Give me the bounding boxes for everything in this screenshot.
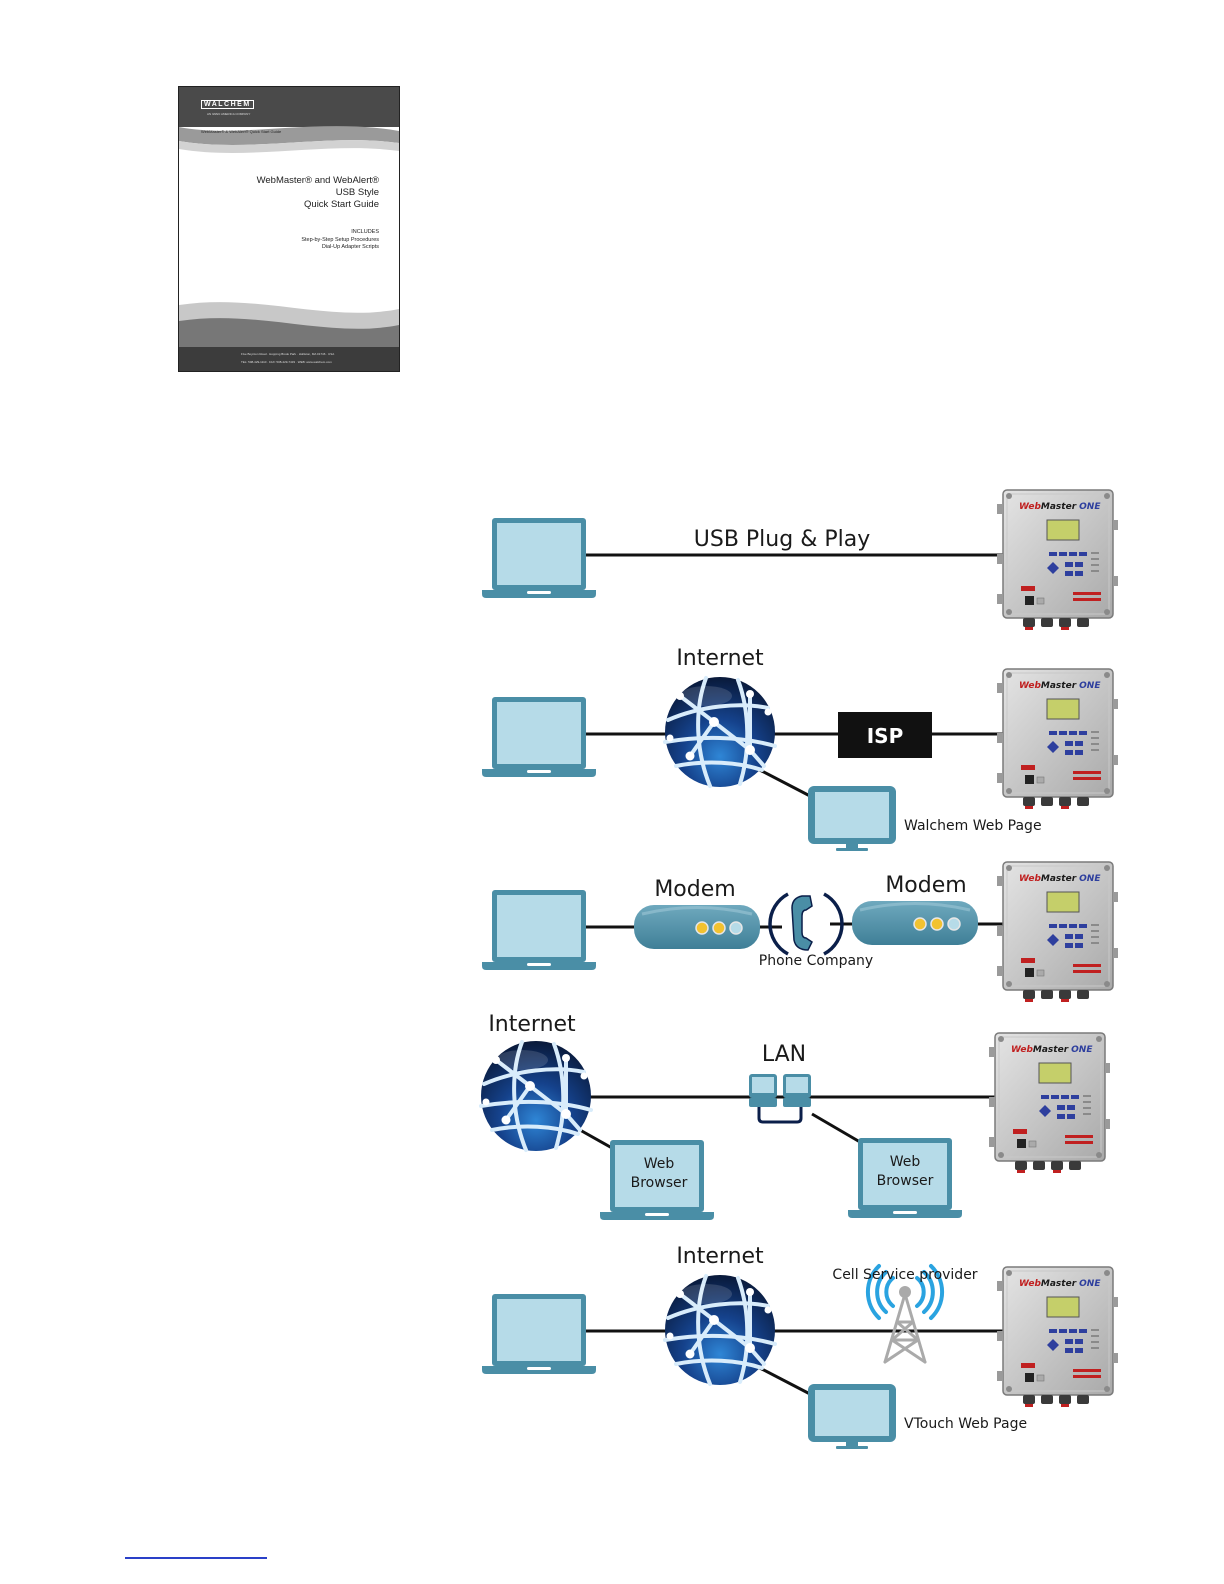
cover-includes-1: Step-by-Step Setup Procedures [301,237,379,243]
modem-right-label: Modem [885,873,966,898]
cover-header-strip: WebMaster® & WebAlert® Quick Start Guide [201,129,282,134]
modem-left-label: Modem [654,877,735,902]
cover-includes-2: Dial-Up Adapter Scripts [321,244,379,250]
row-lan: Internet LAN Web Browser Web Browser [479,1012,996,1220]
cover-footer-1: Five Boynton Road · Hopping Brook Park ·… [241,352,335,356]
cover-brand: WALCHEM [201,100,254,109]
isp-box [838,712,932,758]
lan-label: LAN [762,1042,806,1067]
cover-title-line2: USB Style [335,187,379,198]
web-browser-1-line2: Browser [631,1175,688,1191]
cover-includes-heading: INCLUDES [351,229,379,235]
internet-globe-icon [663,1273,777,1387]
guide-cover-thumbnail: WALCHEM AN IWAKI AMERICA COMPANY WebMast… [178,86,400,372]
internet-label: Internet [676,1244,764,1269]
web-browser-1-line1: Web [644,1156,675,1172]
lan-branch-line-1 [579,1128,613,1150]
laptop-icon [482,697,596,777]
modem-icon [632,903,762,951]
cover-brand-sub: AN IWAKI AMERICA COMPANY [207,112,251,116]
lan-branch-line-2 [811,1112,861,1144]
row-modem: Modem Modem Phone Company [482,873,1004,970]
laptop-icon [482,890,596,970]
internet-label: Internet [676,646,764,671]
row-cell: Internet Cell Service provider VTouch We… [482,1244,1027,1449]
phone-company-label: Phone Company [759,953,873,969]
cover-background [179,87,399,371]
web-browser-2-line2: Browser [877,1173,934,1189]
cell-service-provider-label: Cell Service provider [832,1267,977,1283]
laptop-icon [482,518,596,598]
row-usb: USB Plug & Play [482,518,1004,598]
cover-footer-2: TEL: 508-429-1110 · FAX: 508-429-7433 · … [241,360,332,364]
cover-title-line3: Quick Start Guide [304,199,379,210]
row-isp: Internet ISP Walchem Web Page [482,646,1042,851]
isp-box-label: ISP [867,724,904,748]
vtouch-web-page-label: VTouch Web Page [904,1416,1027,1432]
monitor-icon [808,786,896,851]
usb-link-label: USB Plug & Play [694,527,870,552]
footer-rule [125,1557,267,1559]
walchem-web-page-label: Walchem Web Page [904,818,1042,834]
internet-globe-icon [479,1039,593,1153]
web-browser-2-line1: Web [890,1154,921,1170]
internet-label: Internet [488,1012,576,1037]
monitor-icon [808,1384,896,1449]
internet-globe-icon [663,675,777,789]
isp-branch-line [755,766,811,798]
cell-branch-line [755,1364,811,1396]
cover-title-line1: WebMaster® and WebAlert® [256,175,379,186]
modem-icon [850,899,980,947]
laptop-icon [482,1294,596,1374]
